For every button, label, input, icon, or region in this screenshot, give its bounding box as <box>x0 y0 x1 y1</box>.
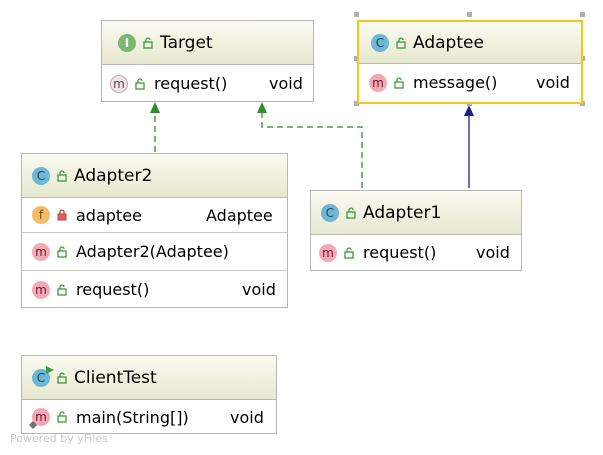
return-type: void <box>476 243 510 262</box>
public-lock-icon <box>394 76 404 89</box>
method-name: request() <box>363 243 437 262</box>
static-method-icon: m <box>29 408 50 429</box>
field-icon: f <box>32 206 50 224</box>
class-header: I Target <box>102 21 313 65</box>
return-type: void <box>269 74 303 93</box>
class-icon: C <box>32 166 50 185</box>
class-icon: C <box>321 203 339 222</box>
return-type: void <box>230 407 264 427</box>
method-row[interactable]: m request() void <box>22 270 287 308</box>
edge-adapter1-implements-target <box>261 104 363 188</box>
class-node-adapter2[interactable]: C Adapter2 f adaptee Adaptee m Adapter2(… <box>21 153 288 308</box>
runnable-class-icon: C <box>32 365 54 387</box>
class-name: ClientTest <box>74 367 157 388</box>
method-icon: m <box>110 74 128 93</box>
public-lock-icon <box>396 36 406 49</box>
edge-adapter2-arrowhead <box>150 102 160 113</box>
field-row[interactable]: f adaptee Adaptee <box>22 198 287 232</box>
edge-adapter1-arrowhead <box>257 102 267 113</box>
class-icon: C <box>371 33 389 52</box>
method-icon: m <box>32 242 50 261</box>
public-lock-icon <box>135 77 145 90</box>
class-header: C ClientTest <box>22 356 276 400</box>
class-name: Adaptee <box>413 32 484 53</box>
class-node-clienttest[interactable]: C ClientTest m main(String[]) void <box>21 355 277 434</box>
class-header: C Adapter2 <box>22 154 287 198</box>
method-name: main(String[]) <box>76 407 189 427</box>
class-name: Adapter1 <box>363 202 442 223</box>
class-name: Target <box>160 32 213 53</box>
public-lock-icon <box>143 36 153 49</box>
class-node-adapter1[interactable]: C Adapter1 m request() void <box>310 190 522 271</box>
class-header: C Adapter1 <box>311 191 521 235</box>
class-node-adaptee[interactable]: C Adaptee m message() void <box>357 20 583 104</box>
return-type: void <box>242 280 276 299</box>
method-row[interactable]: m main(String[]) void <box>22 400 276 434</box>
class-node-target[interactable]: I Target m request() void <box>101 20 314 102</box>
private-lock-icon <box>57 209 67 221</box>
public-lock-icon <box>57 371 67 384</box>
public-lock-icon <box>57 283 67 296</box>
public-lock-icon <box>57 411 67 423</box>
method-name: request() <box>154 74 228 93</box>
public-lock-icon <box>344 246 354 259</box>
method-name: message() <box>413 73 498 92</box>
edge-adaptee-arrowhead <box>464 105 474 116</box>
method-icon: m <box>319 243 337 262</box>
return-type: void <box>536 73 570 92</box>
method-row[interactable]: m message() void <box>359 64 581 101</box>
field-name: adaptee <box>76 205 142 225</box>
method-icon: m <box>369 73 387 92</box>
public-lock-icon <box>57 245 67 258</box>
method-name: request() <box>76 280 150 299</box>
class-name: Adapter2 <box>74 165 153 186</box>
method-row[interactable]: m request() void <box>311 235 521 270</box>
watermark: Powered by yFiles <box>10 432 108 445</box>
method-icon: m <box>32 280 50 299</box>
class-header: C Adaptee <box>359 22 581 64</box>
interface-icon: I <box>118 33 136 52</box>
static-marker-icon <box>29 421 37 429</box>
public-lock-icon <box>57 169 67 182</box>
field-type: Adaptee <box>206 205 273 225</box>
method-row[interactable]: m request() void <box>102 65 313 102</box>
public-lock-icon <box>346 206 356 219</box>
constructor-name: Adapter2(Adaptee) <box>76 242 229 261</box>
constructor-row[interactable]: m Adapter2(Adaptee) <box>22 232 287 270</box>
run-marker-icon <box>46 365 54 374</box>
